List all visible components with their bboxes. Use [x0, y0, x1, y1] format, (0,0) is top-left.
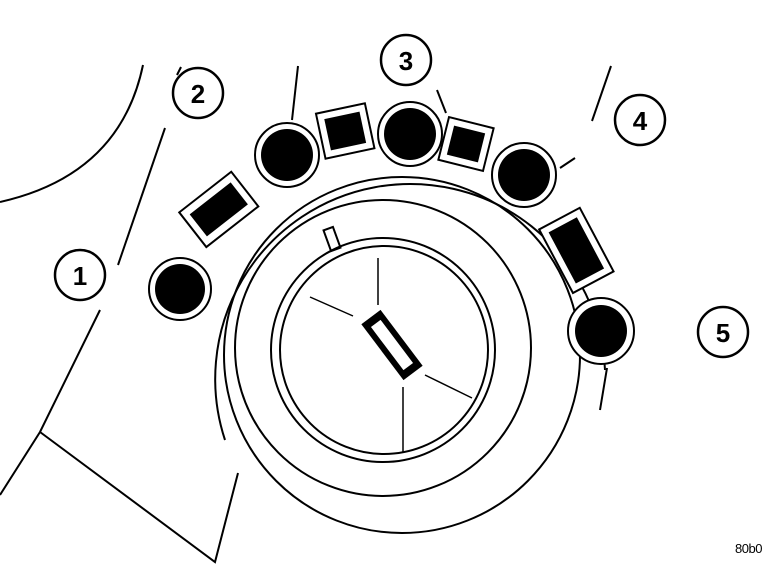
callout-1-label: 1 [73, 261, 87, 291]
pin-circle-3 [377, 101, 443, 167]
callout-3-label: 3 [399, 46, 413, 76]
leader-line-4b [559, 157, 576, 169]
callout-4: 4 [613, 93, 667, 147]
leader-line-2 [176, 66, 182, 76]
callout-2: 2 [171, 66, 225, 120]
outer-ring-arc [214, 182, 606, 441]
leader-line-top [291, 65, 299, 121]
bracket-line-bottom [39, 431, 239, 564]
leader-line-3 [436, 89, 447, 114]
spoke-left [309, 296, 354, 317]
pin-rect-left [177, 170, 260, 249]
callout-1: 1 [53, 248, 107, 302]
callout-2-label: 2 [191, 79, 205, 109]
callout-4-label: 4 [633, 106, 648, 136]
pin-circle-2 [254, 122, 320, 188]
figure-reference-code: 80b0 [735, 541, 762, 556]
ring-3 [234, 199, 532, 497]
index-mark [322, 225, 342, 253]
pin-square-2 [437, 115, 495, 173]
callout-5: 5 [696, 305, 750, 359]
ring-5 [279, 245, 489, 455]
pin-circle-5 [567, 297, 635, 365]
callout-5-label: 5 [716, 318, 730, 348]
pin-rect-right [537, 206, 615, 295]
leader-line-4 [591, 65, 612, 122]
callout-3: 3 [379, 33, 433, 87]
key-slot [361, 309, 423, 381]
bracket-line-left [0, 309, 101, 496]
pin-circle-1 [148, 257, 212, 321]
pin-square-1 [314, 102, 376, 160]
terminal-pins [148, 101, 635, 365]
leader-line-1 [117, 127, 166, 266]
housing-curve [0, 64, 144, 203]
pin-circle-4 [491, 142, 557, 208]
leader-line-5 [599, 367, 608, 411]
ring-4 [270, 237, 496, 463]
spoke-right [424, 374, 473, 399]
